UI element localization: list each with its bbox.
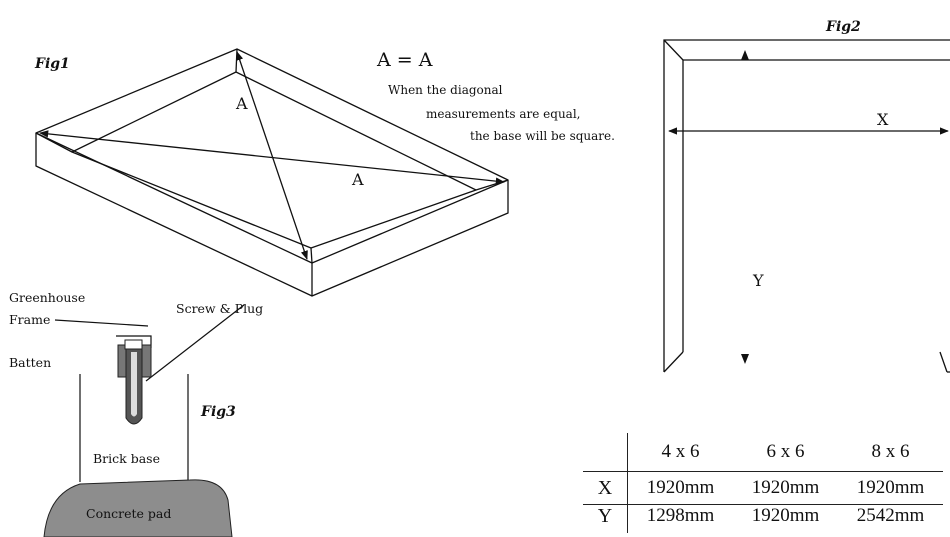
- fig1-side-face-left: [35, 133, 313, 297]
- fig3-screw-head: [124, 339, 143, 350]
- cell-y-6x6: 1920mm: [733, 504, 838, 533]
- note-line-1: When the diagonal: [388, 83, 503, 97]
- cell-x-8x6: 1920mm: [838, 471, 943, 505]
- fig1-title: Fig1: [35, 56, 70, 72]
- fig2-arrowhead-bottom: [741, 354, 749, 364]
- equality-heading: A = A: [377, 49, 433, 71]
- size-table-header-row: 4 x 6 6 x 6 8 x 6: [583, 433, 943, 472]
- cell-y-8x6: 2542mm: [838, 504, 943, 533]
- fig3-concrete-pad: [43, 479, 233, 537]
- dimension-label-y: Y: [753, 271, 764, 290]
- cell-x-6x6: 1920mm: [733, 471, 838, 505]
- fig2-title: Fig2: [826, 19, 861, 35]
- label-batten: Batten: [9, 355, 52, 370]
- dimension-label-x: X: [877, 110, 889, 129]
- note-line-3: the base will be square.: [470, 129, 615, 143]
- fig1-diagonal-steep: [236, 51, 308, 260]
- label-brick-base: Brick base: [93, 451, 160, 466]
- table-row: Y 1298mm 1920mm 2542mm: [583, 504, 943, 533]
- fig2-arrowhead-top: [741, 50, 749, 60]
- label-greenhouse: Greenhouse: [9, 290, 86, 305]
- table-row: X 1920mm 1920mm 1920mm: [583, 471, 943, 505]
- row-label-y: Y: [583, 504, 628, 533]
- diagonal-label-a: A: [236, 94, 248, 113]
- size-table: 4 x 6 6 x 6 8 x 6 X 1920mm 1920mm 1920mm…: [583, 433, 943, 533]
- diagonal-label-a: A: [352, 170, 364, 189]
- note-line-2: measurements are equal,: [426, 107, 581, 121]
- header-4x6: 4 x 6: [627, 433, 733, 472]
- header-6x6: 6 x 6: [766, 441, 805, 462]
- label-concrete-pad: Concrete pad: [86, 506, 172, 521]
- label-screw-plug: Screw & Plug: [176, 301, 264, 316]
- label-frame: Frame: [9, 312, 51, 327]
- fig1-side-face-right: [311, 180, 509, 297]
- cell-y-4x6: 1298mm: [627, 504, 733, 533]
- header-8x6: 8 x 6: [871, 441, 910, 462]
- row-label-x: X: [583, 471, 628, 505]
- fig2-outer-frame: [663, 39, 950, 372]
- cell-x-4x6: 1920mm: [627, 471, 733, 505]
- fig2-inner-frame: [682, 59, 950, 352]
- fig3-title: Fig3: [201, 404, 236, 420]
